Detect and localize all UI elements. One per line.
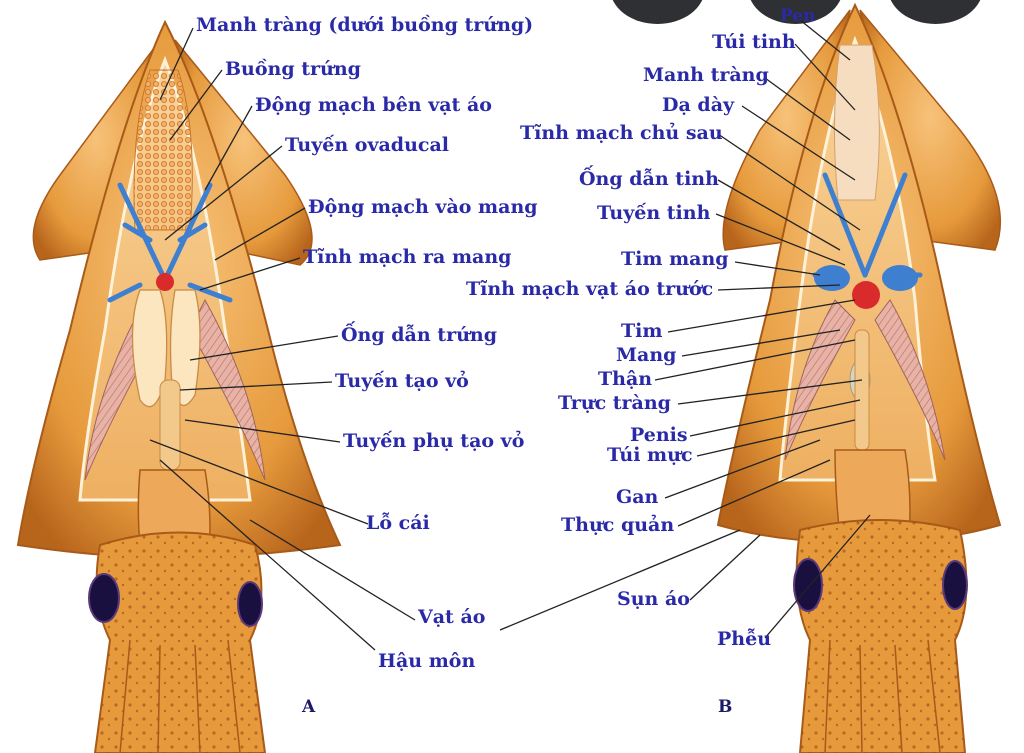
label-manh-trang-b: Manh tràng xyxy=(643,64,769,86)
leader-lines-b xyxy=(499,19,871,639)
label-tuyen-ovaducal: Tuyến ovaducal xyxy=(285,134,449,156)
label-tui-tinh: Túi tinh xyxy=(712,31,796,53)
label-dong-mach-ben-vat-ao: Động mạch bên vạt áo xyxy=(255,94,492,116)
label-hau-mon: Hậu môn xyxy=(378,650,476,672)
panel-letter-a: A xyxy=(302,697,316,717)
panel-letter-b: B xyxy=(718,697,733,717)
label-tinh-mach-vat-ao-truoc: Tĩnh mạch vạt áo trước xyxy=(466,278,714,300)
label-tuyen-tao-vo: Tuyến tạo vỏ xyxy=(335,370,469,392)
label-tinh-mach-ra-mang: Tĩnh mạch ra mang xyxy=(303,246,512,268)
label-ong-dan-trung: Ống dẫn trứng xyxy=(341,324,497,346)
label-gan: Gan xyxy=(616,486,659,508)
label-manh-trang-a: Manh tràng (dưới buồng trứng) xyxy=(196,14,534,36)
label-tim: Tim xyxy=(621,320,663,342)
label-than: Thận xyxy=(598,368,653,390)
label-vat-ao: Vạt áo xyxy=(418,606,486,628)
label-pheu: Phễu xyxy=(717,628,772,650)
label-tuyen-phu-tao-vo: Tuyến phụ tạo vỏ xyxy=(343,430,525,452)
label-penis: Penis xyxy=(630,424,688,446)
label-da-day: Dạ dày xyxy=(662,94,735,116)
label-buong-trung: Buồng trứng xyxy=(225,58,361,80)
label-tui-muc: Túi mực xyxy=(607,444,693,466)
label-tinh-mach-chu-sau: Tĩnh mạch chủ sau xyxy=(520,122,723,144)
label-dong-mach-vao-mang: Động mạch vào mang xyxy=(308,196,538,218)
label-pen: Pen xyxy=(780,6,816,26)
squid-b xyxy=(716,2,1002,753)
label-tim-mang: Tim mang xyxy=(621,248,729,270)
label-tuyen-tinh: Tuyến tinh xyxy=(597,202,711,224)
leader-lines-a xyxy=(149,27,416,651)
label-ong-dan-tinh: Ống dẫn tinh xyxy=(579,168,719,190)
label-thuc-quan: Thực quản xyxy=(561,514,675,536)
label-mang: Mang xyxy=(616,344,677,366)
label-sun-ao: Sụn áo xyxy=(617,588,690,610)
squid-a xyxy=(16,19,342,753)
label-lo-cai: Lỗ cái xyxy=(366,512,430,534)
label-truc-trang: Trực tràng xyxy=(558,392,671,414)
